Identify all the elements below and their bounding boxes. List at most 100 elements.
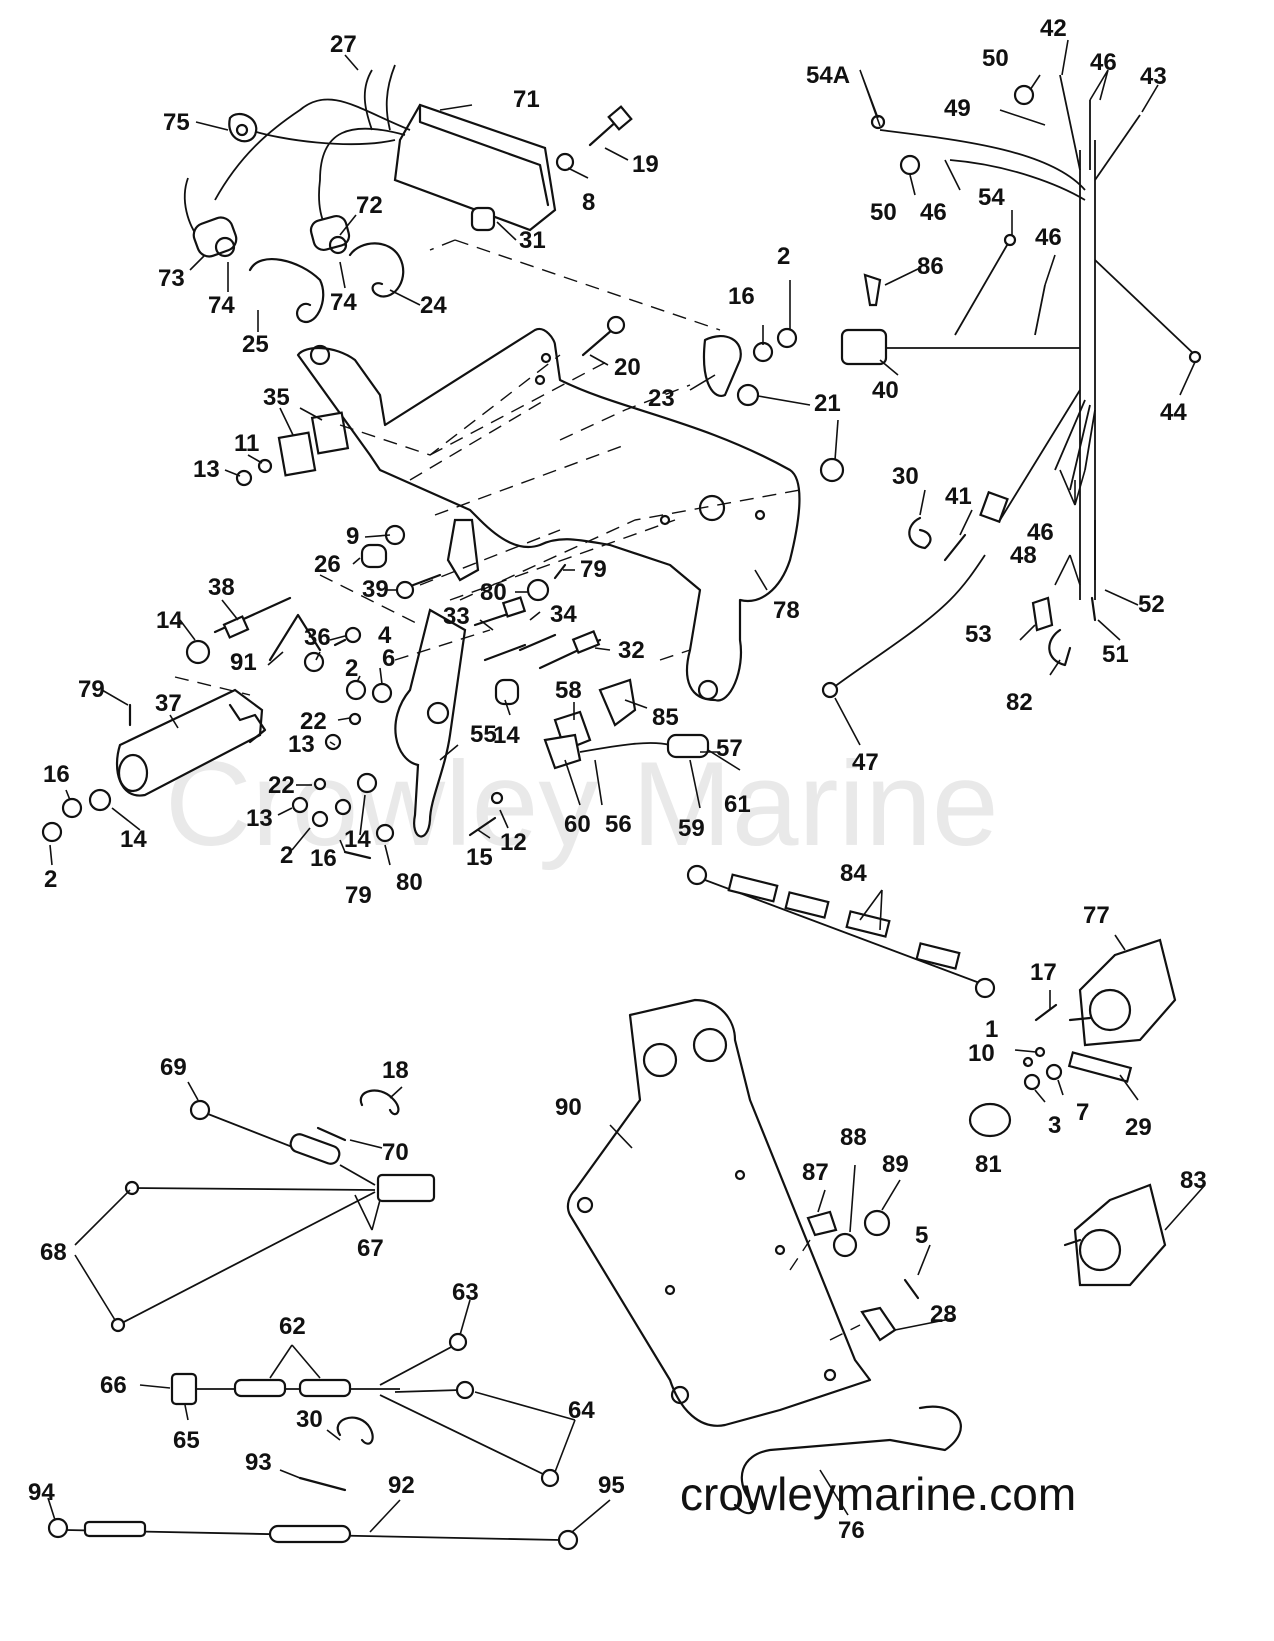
callout-47: 47 [852, 749, 879, 776]
callout-68: 68 [40, 1239, 67, 1266]
callout-55: 55 [470, 721, 497, 748]
washer-16-mid [334, 798, 352, 816]
clamp-23 [702, 335, 742, 397]
washer-7 [1045, 1063, 1063, 1081]
ring-terminal-50-left [899, 154, 921, 176]
pin-79-upper [553, 563, 567, 580]
callout-18: 18 [382, 1057, 409, 1084]
terminal-ring-75 [228, 112, 258, 143]
callout-23: 23 [648, 385, 675, 412]
grommet-31 [470, 206, 496, 232]
callout-80-upper: 80 [480, 579, 507, 606]
ring-terminal-50-top [1013, 84, 1035, 106]
callout-58: 58 [555, 677, 582, 704]
callout-72: 72 [356, 192, 383, 219]
callout-14-right: 14 [344, 826, 371, 853]
stud-38 [213, 596, 292, 639]
nut-2-left [41, 821, 63, 843]
callout-38: 38 [208, 574, 235, 601]
pins-33-34-32 [473, 596, 602, 670]
nut-21-upper [736, 383, 760, 407]
clip-18 [359, 1089, 400, 1116]
callout-92: 92 [388, 1472, 415, 1499]
clip-82 [1048, 628, 1072, 667]
callout-16-left: 16 [43, 761, 70, 788]
callout-61: 61 [724, 791, 751, 818]
callout-70: 70 [382, 1139, 409, 1166]
callout-83: 83 [1180, 1167, 1207, 1194]
connector-53 [1031, 596, 1054, 632]
callout-11: 11 [234, 430, 259, 457]
callout-8: 8 [582, 189, 595, 216]
bushing-14-left [185, 639, 211, 665]
clamp-28 [860, 1306, 897, 1342]
screw-15 [468, 816, 497, 837]
callout-13-mid: 13 [288, 731, 315, 758]
clamp-35 [277, 411, 350, 477]
harness-67 [110, 1099, 436, 1333]
callout-31: 31 [519, 227, 546, 254]
callout-29: 29 [1125, 1114, 1152, 1141]
terminal-44 [1188, 350, 1202, 364]
callout-85: 85 [652, 704, 679, 731]
callout-34: 34 [550, 601, 577, 628]
assembly-guide-lines [174, 239, 861, 1341]
screw-5 [903, 1278, 920, 1300]
callout-39: 39 [362, 576, 389, 603]
callout-labels: 27 71 75 19 8 31 72 73 74 74 24 25 35 11… [28, 15, 1207, 1544]
callout-36: 36 [304, 624, 331, 651]
callout-22-lower: 22 [268, 772, 295, 799]
callout-14-left: 14 [156, 607, 183, 634]
clip-25 [248, 258, 325, 324]
callout-30-upper: 30 [892, 463, 919, 490]
fuse-70 [316, 1126, 347, 1142]
bushing-14-lower [88, 788, 112, 812]
terminal-54 [1003, 233, 1017, 247]
callout-79-lower: 79 [345, 882, 372, 909]
cable-92 [47, 1517, 579, 1551]
callout-28: 28 [930, 1301, 957, 1328]
callout-76: 76 [838, 1517, 865, 1544]
washer-1 [1034, 1046, 1046, 1058]
callout-46-left: 46 [920, 199, 947, 226]
nut-2 [776, 327, 798, 349]
bushing-14-mid [494, 678, 520, 706]
callout-54: 54 [978, 184, 1005, 211]
callout-7: 7 [1076, 1099, 1089, 1126]
callout-78: 78 [773, 597, 800, 624]
nut-3 [1023, 1073, 1041, 1091]
callout-15: 15 [466, 844, 493, 871]
washer-80-upper [526, 578, 550, 602]
callout-13-lower: 13 [246, 805, 273, 832]
callout-35: 35 [263, 384, 290, 411]
lead-47 [821, 490, 1009, 699]
fuse-93 [298, 1476, 347, 1492]
callout-19: 19 [632, 151, 659, 178]
callout-24: 24 [420, 292, 447, 319]
wire-76 [733, 1405, 962, 1515]
callout-44: 44 [1160, 399, 1187, 426]
callout-40: 40 [872, 377, 899, 404]
washer-80-lower [375, 823, 395, 843]
clamp-87 [806, 1210, 838, 1237]
callout-10: 10 [968, 1040, 995, 1067]
callout-54A: 54A [806, 62, 850, 89]
callout-50-left: 50 [870, 199, 897, 226]
callout-32: 32 [618, 637, 645, 664]
callout-9: 9 [346, 523, 359, 550]
link-29 [1067, 1051, 1133, 1083]
callout-67: 67 [357, 1235, 384, 1262]
callout-66: 66 [100, 1372, 127, 1399]
nut-2-mid [345, 679, 367, 701]
callout-30-lower: 30 [296, 1406, 323, 1433]
callout-74-left: 74 [208, 292, 235, 319]
callout-16-top: 16 [728, 283, 755, 310]
cap-81 [968, 1102, 1012, 1138]
nut-21-lower [819, 457, 845, 483]
solenoid-83 [1063, 1183, 1167, 1287]
callout-86: 86 [917, 253, 944, 280]
leader-lines [47, 39, 1206, 1533]
callout-5: 5 [915, 1222, 928, 1249]
plug-89 [863, 1209, 891, 1237]
